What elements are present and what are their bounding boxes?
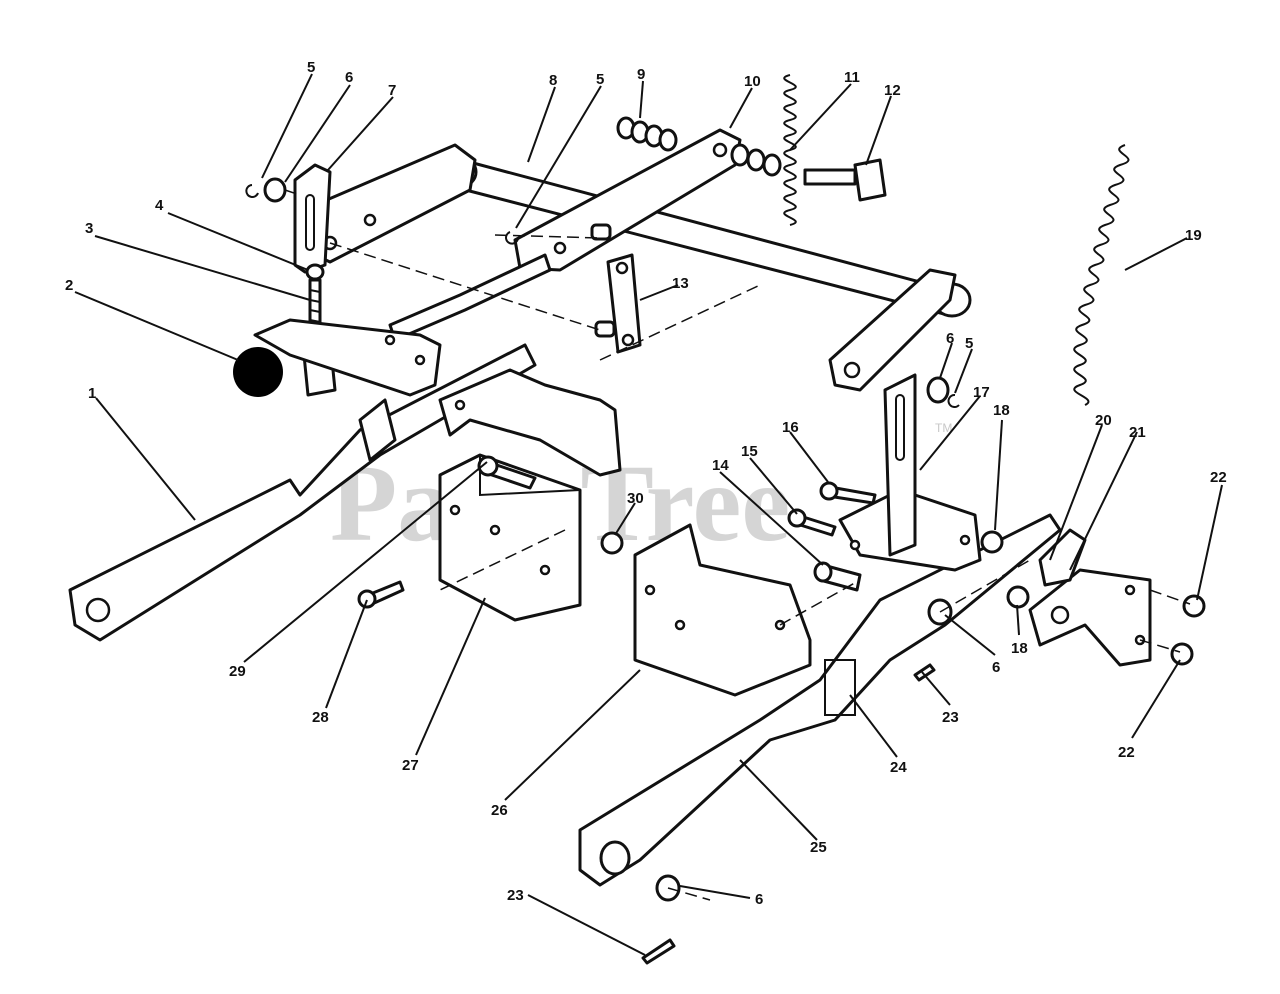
assembly-line-8 (439, 529, 566, 591)
callout-23-mid: 23 (942, 709, 959, 726)
control-knob (233, 347, 283, 397)
callout-6-top: 6 (345, 69, 353, 86)
callout-3: 3 (85, 220, 93, 237)
front-bracket-27 (438, 453, 582, 622)
callout-6-bottom: 6 (755, 891, 763, 908)
callout-18-bottom: 18 (1011, 640, 1028, 657)
callout-25: 25 (810, 839, 827, 856)
callout-21: 21 (1129, 424, 1146, 441)
callout-2: 2 (65, 277, 73, 294)
callout-29: 29 (229, 663, 246, 680)
bracket-21 (1028, 568, 1152, 667)
front-bracket-26 (633, 523, 812, 697)
washer-6-top (263, 177, 287, 203)
callout-14: 14 (712, 457, 729, 474)
bushing-18-top (980, 530, 1004, 554)
assembly-line-7 (779, 579, 861, 626)
leader-lines (74, 73, 1223, 956)
nut-30 (600, 531, 624, 555)
nut-22-bottom (1170, 642, 1194, 666)
callout-17: 17 (973, 384, 990, 401)
callout-23-bottom: 23 (507, 887, 524, 904)
callout-26: 26 (491, 802, 508, 819)
callout-16: 16 (782, 419, 799, 436)
watermark-tm: TM (935, 421, 952, 435)
bolt-12 (803, 158, 887, 202)
callout-6-lower: 6 (992, 659, 1000, 676)
callout-18-top: 18 (993, 402, 1010, 419)
callout-8: 8 (549, 72, 557, 89)
washers-9 (616, 116, 678, 152)
callout-24: 24 (890, 759, 907, 776)
callout-5-mid: 5 (596, 71, 604, 88)
callout-9: 9 (637, 66, 645, 83)
clip-5-top (245, 184, 259, 198)
bolt-28 (357, 580, 405, 609)
bushing-18-bottom (1006, 585, 1030, 609)
clip-5-mid (505, 231, 519, 245)
center-bracket (438, 368, 622, 477)
link-plate-13 (590, 223, 642, 354)
bolt-15 (787, 508, 837, 537)
callout-11: 11 (844, 69, 860, 86)
washers-10 (730, 143, 782, 177)
callout-20: 20 (1095, 412, 1112, 429)
bolt-16 (819, 481, 877, 505)
callout-28: 28 (312, 709, 329, 726)
callout-7: 7 (388, 82, 396, 99)
callout-6-right: 6 (946, 330, 954, 347)
callout-30: 30 (627, 490, 644, 507)
callout-4: 4 (155, 197, 164, 214)
assembly-line-10 (1139, 639, 1181, 653)
bracket-20 (1038, 528, 1087, 587)
left-bracket (253, 318, 442, 397)
nut-22-top (1182, 594, 1206, 618)
assembly-line-3 (284, 189, 301, 196)
callout-12: 12 (884, 82, 901, 99)
right-bracket (838, 373, 982, 572)
pin-14 (813, 561, 862, 592)
connecting-rod (388, 253, 552, 342)
callout-13: 13 (672, 275, 689, 292)
callout-5-top: 5 (307, 59, 315, 76)
bolt-29 (477, 455, 537, 490)
assembly-line-6 (667, 887, 711, 901)
assembly-line-9 (1149, 589, 1191, 605)
spring-19 (1073, 144, 1130, 406)
nut-4 (305, 263, 325, 281)
cotter-pin-23-mid (913, 663, 936, 682)
callout-10: 10 (744, 73, 761, 90)
clip-5-right (947, 394, 960, 408)
callout-1: 1 (88, 385, 96, 402)
callout-22-top: 22 (1210, 469, 1227, 486)
callout-19: 19 (1185, 227, 1202, 244)
callout-labels: 1 2 3 4 5 6 7 8 5 9 10 11 12 13 19 6 5 1… (65, 59, 1227, 908)
callout-5-right: 5 (965, 335, 973, 352)
right-lift-arm (828, 268, 957, 392)
callout-27: 27 (402, 757, 419, 774)
callout-15: 15 (741, 443, 758, 460)
assembly-line-4 (599, 284, 761, 361)
callout-22-bottom: 22 (1118, 744, 1135, 761)
left-lift-arm (303, 143, 477, 264)
washer-6-right (926, 376, 950, 404)
assembly-line-1 (329, 242, 601, 331)
cotter-pin-23-bottom (641, 938, 676, 965)
adjust-handle (293, 163, 332, 274)
